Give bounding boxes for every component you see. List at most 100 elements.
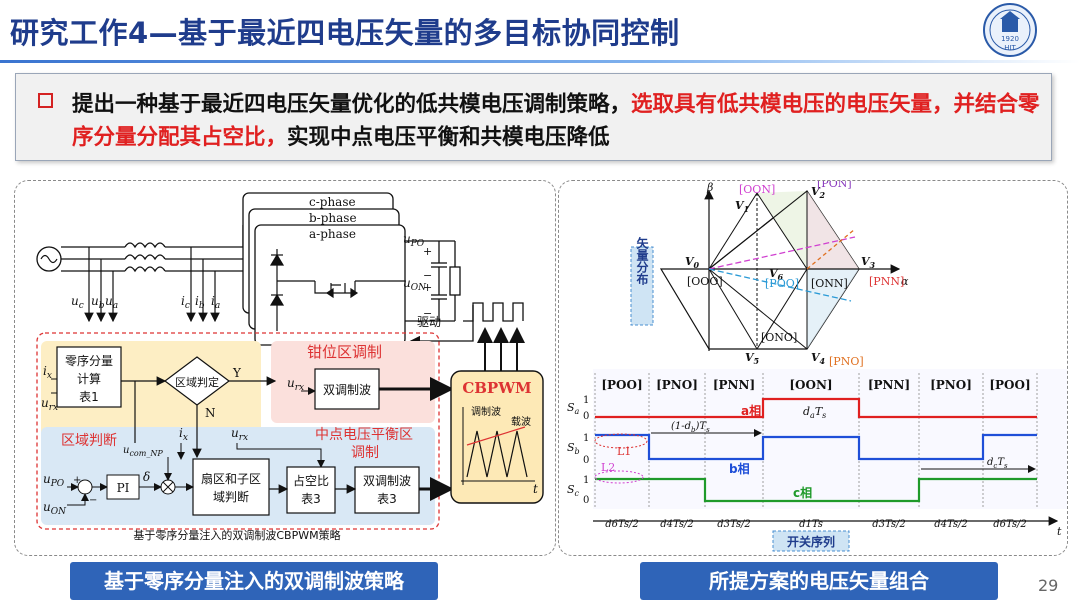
- sc-waveform: [595, 477, 1037, 503]
- claim-box: 提出一种基于最近四电压矢量优化的低共模电压调制策略，选取具有低共模电压的电压矢量…: [15, 73, 1052, 161]
- title-divider: [0, 60, 1080, 63]
- svg-text:+: +: [73, 475, 81, 486]
- control-block-diagram: uc ub ua ic ib ia c-phase b-phase a-phas…: [36, 192, 544, 542]
- left-diagram-panel: uc ub ua ic ib ia c-phase b-phase a-phas…: [14, 180, 556, 556]
- svg-text:+: +: [423, 245, 432, 258]
- svg-text:d4Ts/2: d4Ts/2: [660, 519, 694, 530]
- logo-letters: HIT: [1004, 44, 1016, 52]
- svg-text:[ONO]: [ONO]: [761, 331, 797, 344]
- duty-table-block: [286, 466, 336, 514]
- svg-text:uON: uON: [43, 500, 67, 517]
- pwm-pulse-icon: [463, 302, 524, 322]
- svg-text:计算: 计算: [77, 371, 101, 386]
- svg-text:[PNO]: [PNO]: [930, 378, 972, 392]
- svg-text:[POO]: [POO]: [601, 378, 642, 392]
- svg-text:调制: 调制: [351, 445, 379, 461]
- svg-text:[OON]: [OON]: [739, 183, 775, 196]
- svg-text:Sc: Sc: [567, 483, 580, 498]
- phase-c-label: c-phase: [309, 195, 356, 209]
- svg-text:α: α: [901, 275, 909, 288]
- svg-text:ucom_NP: ucom_NP: [123, 445, 163, 458]
- svg-text:[POO]: [POO]: [989, 378, 1030, 392]
- svg-text:L2: L2: [601, 461, 615, 474]
- svg-text:载波: 载波: [511, 415, 531, 428]
- phase-a-label: a-phase: [309, 227, 356, 241]
- svg-text:ib: ib: [195, 294, 205, 311]
- clamp-region-label: 钳位区调制: [307, 343, 382, 361]
- svg-text:V4: V4: [811, 351, 826, 366]
- zero-sequence-block: [56, 346, 122, 408]
- svg-text:1: 1: [583, 433, 589, 444]
- svg-text:[ONN]: [ONN]: [811, 277, 848, 290]
- svg-text:[PNO]: [PNO]: [829, 355, 864, 368]
- svg-text:0: 0: [583, 411, 589, 422]
- svg-text:[PON]: [PON]: [817, 181, 852, 190]
- drive-label: 驱动: [417, 315, 441, 329]
- svg-text:V0: V0: [685, 255, 700, 270]
- pi-controller-block: [106, 474, 140, 500]
- svg-text:表1: 表1: [79, 390, 99, 404]
- svg-text:t: t: [533, 482, 538, 496]
- title-bar: 研究工作4—基于最近四电压矢量的多目标协同控制 1920 HIT: [0, 0, 1080, 58]
- svg-text:PI: PI: [117, 481, 130, 495]
- vector-diagram: 矢量分布 V0 V1 V2 V3 V4 V5 V6 β α [OON]: [567, 181, 1067, 552]
- page-number: 29: [1038, 576, 1059, 595]
- svg-text:ia: ia: [211, 294, 220, 311]
- svg-text:双调制波: 双调制波: [363, 474, 411, 488]
- svg-text:双调制波: 双调制波: [323, 383, 371, 397]
- svg-text:[PNN]: [PNN]: [868, 378, 910, 392]
- svg-text:ub: ub: [91, 294, 105, 311]
- svg-text:占空比: 占空比: [293, 473, 329, 488]
- phase-b-label: b-phase: [309, 211, 357, 225]
- svg-text:Sb: Sb: [567, 441, 580, 456]
- svg-text:urx: urx: [231, 426, 248, 443]
- svg-text:域判断: 域判断: [213, 489, 249, 504]
- left-caption: 基于零序分量注入的双调制波策略: [70, 562, 438, 600]
- claim-part2: 选取具有低共模电压的电压矢量，并结合零序分量分配其占空比，: [72, 92, 1040, 150]
- right-diagram-panel: 矢量分布 V0 V1 V2 V3 V4 V5 V6 β α [OON]: [558, 180, 1068, 556]
- region-judge-label: 区域判断: [61, 433, 117, 449]
- svg-text:1: 1: [583, 395, 589, 406]
- svg-text:表3: 表3: [301, 492, 321, 506]
- svg-text:[PNN]: [PNN]: [713, 378, 755, 392]
- svg-text:V6: V6: [769, 267, 784, 282]
- svg-text:b相: b相: [729, 461, 750, 476]
- svg-text:d3Ts/2: d3Ts/2: [717, 519, 751, 530]
- svg-text:a相: a相: [741, 403, 761, 418]
- university-logo: 1920 HIT: [983, 3, 1037, 57]
- page-title: 研究工作4—基于最近四电压矢量的多目标协同控制: [10, 16, 680, 50]
- svg-text:d6Ts/2: d6Ts/2: [993, 519, 1027, 530]
- svg-text:[OON]: [OON]: [789, 378, 832, 392]
- svg-text:d6Ts/2: d6Ts/2: [605, 519, 639, 530]
- svg-text:uc: uc: [71, 294, 84, 311]
- sb-waveform: [595, 433, 1037, 461]
- svg-text:−: −: [89, 495, 97, 506]
- claim-part1: 提出一种基于最近四电压矢量优化的低共模电压调制策略，: [72, 92, 632, 117]
- right-caption: 所提方案的电压矢量组合: [640, 562, 998, 600]
- logo-year: 1920: [1001, 35, 1019, 43]
- svg-text:Y: Y: [232, 366, 242, 380]
- u-on-label: uON: [403, 276, 427, 293]
- svg-text:d3Ts/2: d3Ts/2: [872, 519, 906, 530]
- svg-text:中点电压平衡区: 中点电压平衡区: [315, 427, 413, 443]
- claim-text: 提出一种基于最近四电压矢量优化的低共模电压调制策略，选取具有低共模电压的电压矢量…: [72, 88, 1047, 154]
- svg-text:N: N: [205, 406, 216, 420]
- svg-text:(1-db)Ts: (1-db)Ts: [671, 421, 710, 434]
- svg-text:Sa: Sa: [567, 401, 580, 416]
- svg-text:d4Ts/2: d4Ts/2: [934, 519, 968, 530]
- svg-text:区域判定: 区域判定: [175, 375, 219, 389]
- svg-text:+: +: [423, 281, 432, 294]
- svg-text:[OOO]: [OOO]: [687, 275, 723, 288]
- svg-text:dcTs: dcTs: [987, 457, 1008, 470]
- claim-part3: 实现中点电压平衡和共模电压降低: [287, 125, 610, 150]
- svg-text:[POO]: [POO]: [765, 277, 799, 290]
- svg-text:V3: V3: [861, 255, 876, 270]
- svg-text:−: −: [423, 307, 432, 320]
- svg-text:ix: ix: [43, 364, 52, 381]
- sa-waveform: [595, 397, 1037, 419]
- dual-wave-table-block: [354, 466, 420, 514]
- svg-text:uPO: uPO: [43, 472, 65, 489]
- svg-text:t: t: [1057, 525, 1062, 538]
- control-region: [36, 332, 440, 530]
- svg-text:ix: ix: [179, 426, 188, 443]
